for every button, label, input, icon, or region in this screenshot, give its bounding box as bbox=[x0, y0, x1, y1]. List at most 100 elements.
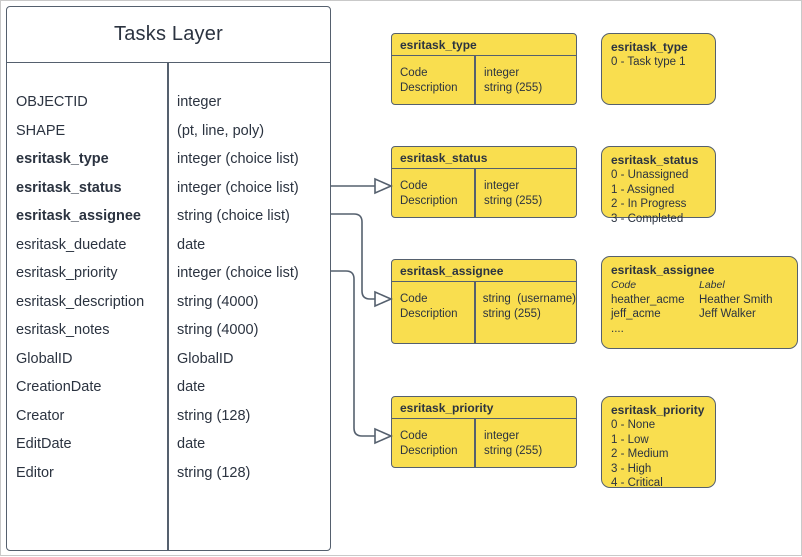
connector-assignee bbox=[331, 213, 375, 300]
field-name: GlobalID bbox=[16, 350, 73, 367]
field-name: OBJECTID bbox=[16, 94, 88, 110]
field-name: SHAPE bbox=[16, 122, 66, 139]
row-label: Description bbox=[400, 195, 458, 207]
assignee-code: heather_acme bbox=[611, 293, 685, 306]
assignee-label: Jeff Walker bbox=[699, 308, 756, 320]
field-name: esritask_duedate bbox=[16, 236, 127, 253]
domain-table-priority-body: Code Description integer string (255) bbox=[392, 419, 576, 467]
value-card-type-title: esritask_type bbox=[611, 40, 688, 54]
field-type: string (128) bbox=[177, 464, 251, 481]
assignee-label: Heather Smith bbox=[699, 293, 773, 306]
domain-table-type-body: Code Description integer string (255) bbox=[392, 56, 576, 104]
field-type: string (4000) bbox=[177, 322, 259, 338]
domain-table-type-title: esritask_type bbox=[392, 34, 576, 56]
domain-table-type[interactable]: esritask_type Code Description integer s… bbox=[391, 33, 577, 105]
value-line: 0 - Unassigned bbox=[611, 169, 689, 181]
value-line: 3 - High bbox=[611, 462, 652, 475]
field-type: string (4000) bbox=[177, 293, 259, 310]
field-type: integer (choice list) bbox=[177, 265, 299, 281]
value-card-status[interactable]: esritask_status 0 - Unassigned 1 - Assig… bbox=[601, 146, 716, 225]
value-card-assignee[interactable]: esritask_assignee Code Label heather_acm… bbox=[601, 256, 798, 349]
value-card-assignee-row: jeff_acme Jeff Walker bbox=[611, 307, 789, 322]
field-type: integer bbox=[177, 94, 222, 110]
field-name: esritask_assignee bbox=[16, 208, 141, 224]
tasks-layer-title: Tasks Layer bbox=[7, 7, 330, 63]
arrowhead-priority bbox=[374, 427, 393, 445]
field-name-column: OBJECTID SHAPE esritask_type esritask_statu… bbox=[7, 63, 167, 550]
domain-table-type-types: integer string (255) bbox=[475, 56, 576, 104]
value-line: 2 - In Progress bbox=[611, 198, 687, 210]
domain-table-priority[interactable]: esritask_priority Code Description integ… bbox=[391, 396, 577, 468]
field-type-column: integer (pt, line, poly) integer (choice l… bbox=[167, 63, 330, 550]
arrowhead-status bbox=[374, 177, 393, 195]
row-type: string (255) bbox=[484, 195, 543, 207]
row-label: Code bbox=[400, 293, 428, 305]
field-type: date bbox=[177, 236, 206, 253]
field-name: Creator bbox=[16, 407, 65, 424]
column-header-code: Code bbox=[611, 279, 637, 291]
domain-table-status-types: integer string (255) bbox=[475, 169, 576, 217]
row-type: integer bbox=[484, 430, 520, 442]
row-type: integer bbox=[484, 180, 520, 192]
field-name: CreationDate bbox=[16, 379, 102, 395]
field-name: esritask_status bbox=[16, 179, 122, 196]
field-type: integer (choice list) bbox=[177, 179, 299, 196]
domain-table-priority-labels: Code Description bbox=[392, 419, 475, 467]
connector-priority bbox=[331, 270, 375, 437]
field-type: GlobalID bbox=[177, 350, 234, 367]
value-line: 1 - Low bbox=[611, 433, 649, 446]
value-line: 0 - Task type 1 bbox=[611, 56, 686, 68]
row-type: string (255) bbox=[484, 445, 543, 457]
row-label: Code bbox=[400, 180, 428, 192]
value-card-status-title: esritask_status bbox=[611, 153, 699, 167]
field-type: string (choice list) bbox=[177, 208, 290, 224]
domain-table-assignee-labels: Code Description bbox=[392, 282, 474, 343]
assignee-code: jeff_acme bbox=[611, 308, 661, 320]
row-label: Description bbox=[400, 445, 458, 457]
row-type: integer bbox=[484, 67, 520, 79]
value-line: 2 - Medium bbox=[611, 448, 669, 460]
field-type: string (128) bbox=[177, 407, 251, 424]
domain-table-assignee-body: Code Description string (username) strin… bbox=[392, 282, 576, 343]
arrowhead-assignee bbox=[374, 290, 393, 308]
value-card-priority[interactable]: esritask_priority 0 - None 1 - Low 2 - M… bbox=[601, 396, 716, 491]
domain-table-priority-types: integer string (255) bbox=[475, 419, 576, 467]
field-name: esritask_notes bbox=[16, 322, 110, 338]
field-type: date bbox=[177, 436, 206, 452]
row-type: string (255) bbox=[484, 82, 543, 94]
value-card-priority-values: 0 - None 1 - Low 2 - Medium 3 - High 4 -… bbox=[611, 418, 707, 491]
value-card-type[interactable]: esritask_type 0 - Task type 1 bbox=[601, 33, 716, 105]
domain-table-priority-title: esritask_priority bbox=[392, 397, 576, 419]
value-card-status-values: 0 - Unassigned 1 - Assigned 2 - In Progr… bbox=[611, 168, 707, 226]
domain-table-status[interactable]: esritask_status Code Description integer… bbox=[391, 146, 577, 218]
domain-table-status-labels: Code Description bbox=[392, 169, 475, 217]
tasks-layer-body: OBJECTID SHAPE esritask_type esritask_statu… bbox=[7, 63, 330, 550]
row-type: string (255) bbox=[482, 308, 541, 320]
value-card-assignee-row: heather_acme Heather Smith bbox=[611, 293, 789, 308]
value-line: 4 - Critical bbox=[611, 477, 663, 489]
assignee-ellipsis: .... bbox=[611, 322, 624, 335]
domain-table-type-labels: Code Description bbox=[392, 56, 475, 104]
row-label: Code bbox=[400, 430, 428, 442]
field-name: esritask_type bbox=[16, 151, 109, 167]
value-card-priority-title: esritask_priority bbox=[611, 403, 705, 417]
row-label: Code bbox=[400, 67, 428, 79]
field-name: EditDate bbox=[16, 436, 72, 452]
row-label: Description bbox=[400, 82, 458, 94]
value-card-type-values: 0 - Task type 1 bbox=[611, 55, 707, 70]
value-card-assignee-header: Code Label bbox=[611, 278, 789, 293]
domain-table-assignee[interactable]: esritask_assignee Code Description strin… bbox=[391, 259, 577, 344]
field-name: esritask_description bbox=[16, 293, 145, 310]
value-line: 1 - Assigned bbox=[611, 183, 675, 196]
domain-table-status-title: esritask_status bbox=[392, 147, 576, 169]
domain-table-assignee-types: string (username) string (255) bbox=[474, 282, 576, 343]
domain-table-status-body: Code Description integer string (255) bbox=[392, 169, 576, 217]
field-type: (pt, line, poly) bbox=[177, 122, 265, 139]
field-name: esritask_priority bbox=[16, 265, 118, 281]
row-type: string (username) bbox=[482, 293, 576, 305]
domain-table-assignee-title: esritask_assignee bbox=[392, 260, 576, 282]
value-card-assignee-title: esritask_assignee bbox=[611, 263, 715, 277]
value-line: 0 - None bbox=[611, 419, 656, 431]
